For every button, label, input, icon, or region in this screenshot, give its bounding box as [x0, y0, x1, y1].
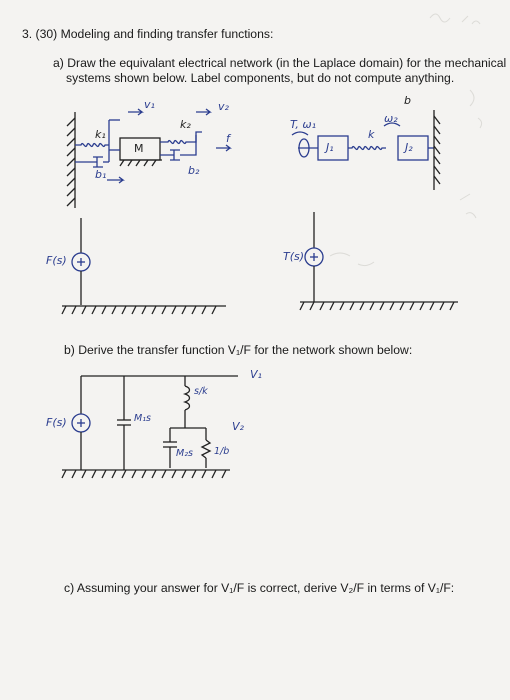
part-a-instruction-line1: a) Draw the equivalant electrical networ… — [53, 56, 507, 70]
source-right — [299, 212, 458, 311]
label-v2: v₂ — [218, 100, 229, 113]
bleed-through-marks — [329, 13, 483, 267]
label-b2: b₂ — [188, 164, 200, 177]
label-inductor: s/k — [194, 386, 208, 397]
label-cap-m2s: M₂s — [176, 448, 193, 459]
label-mass: M — [134, 142, 144, 155]
question-title: 3. (30) Modeling and finding transfer fu… — [22, 27, 274, 41]
mech-system-left — [66, 108, 232, 208]
label-j1: J₁ — [326, 141, 334, 154]
label-w2: ω₂ — [384, 112, 398, 125]
part-a-instruction-line2: systems shown below. Label components, b… — [66, 71, 455, 85]
source-label-b: F(s) — [46, 416, 67, 429]
label-v1: v₁ — [144, 98, 155, 111]
label-k2: k₂ — [180, 118, 191, 131]
label-node-v1: V₁ — [250, 368, 262, 381]
label-cap-m1s: M₁s — [134, 413, 151, 424]
circuit-b — [61, 375, 238, 479]
source-label-right: T(s) — [283, 250, 305, 263]
part-c-instruction: c) Assuming your answer for V₁/F is corr… — [64, 581, 455, 595]
label-force: f — [226, 132, 230, 145]
label-b1: b₁ — [95, 168, 107, 181]
label-b-right: b — [404, 94, 411, 107]
label-k-right: k — [368, 128, 375, 141]
mech-system-right — [291, 110, 441, 190]
label-k1: k₁ — [95, 128, 106, 141]
label-torque: T, ω₁ — [290, 118, 317, 131]
part-b-instruction: b) Derive the transfer function V₁/F for… — [64, 343, 413, 357]
source-left — [61, 218, 226, 315]
source-label-left: F(s) — [46, 254, 67, 267]
label-j2: J₂ — [405, 141, 413, 154]
label-resistor: 1/b — [214, 446, 230, 457]
label-node-v2: V₂ — [232, 420, 244, 433]
